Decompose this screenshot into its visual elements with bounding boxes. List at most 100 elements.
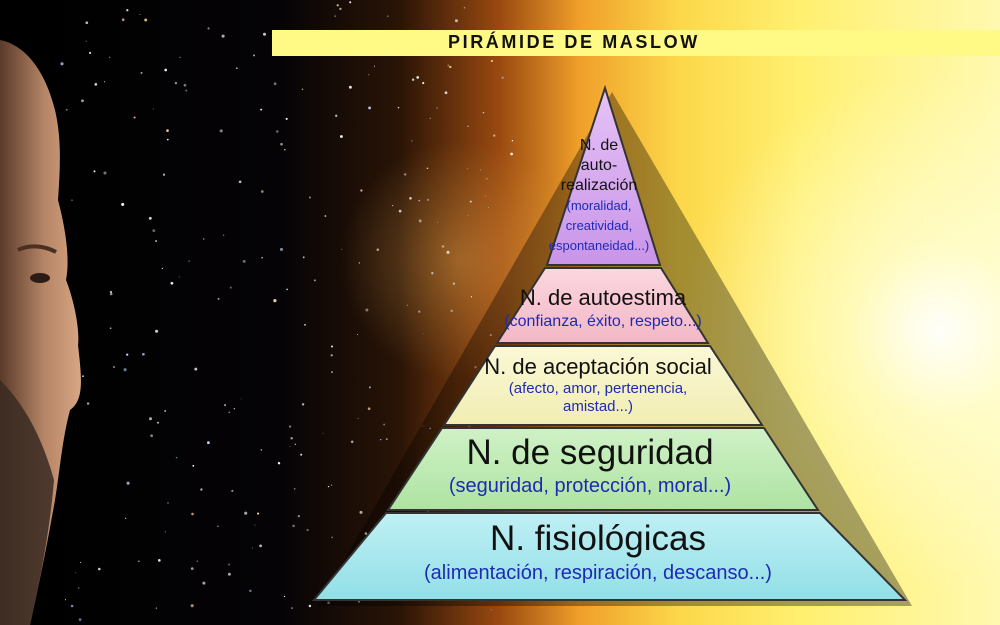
star (422, 82, 425, 85)
star (292, 524, 295, 528)
star (484, 195, 486, 197)
star (341, 249, 343, 251)
star (334, 15, 337, 17)
star (470, 296, 473, 298)
level-subtitle: (afecto, amor, pertenencia, (508, 380, 688, 397)
star (302, 256, 305, 259)
star (422, 425, 424, 427)
star (183, 83, 187, 87)
star (380, 438, 382, 441)
star (480, 169, 481, 171)
star (368, 386, 371, 389)
star (283, 595, 286, 598)
star (489, 334, 492, 337)
star (357, 334, 359, 336)
star (397, 106, 400, 109)
star (487, 207, 489, 209)
star (490, 609, 492, 611)
star (339, 7, 342, 11)
level-social-text: N. de aceptación social (afecto, amor, p… (484, 354, 711, 416)
star (304, 324, 306, 326)
star (224, 404, 226, 407)
level-self-actualization (545, 84, 662, 266)
star (290, 437, 293, 440)
star (138, 560, 140, 563)
star (109, 290, 113, 294)
star (152, 229, 156, 232)
star (188, 260, 190, 262)
level-subtitle: (moralidad, (566, 198, 632, 213)
level-subtitle: (alimentación, respiración, descanso...) (424, 562, 772, 584)
star (240, 398, 242, 400)
star (449, 65, 452, 69)
star (103, 171, 107, 175)
star (164, 531, 166, 533)
star (109, 292, 113, 296)
level-title: N. de (579, 137, 619, 154)
star (411, 140, 413, 142)
star (444, 91, 448, 95)
star (392, 205, 394, 207)
star (242, 259, 246, 263)
star (80, 561, 82, 563)
star (469, 200, 472, 203)
star (221, 34, 225, 38)
level-physiological-text: N. fisiológicas (alimentación, respiraci… (424, 518, 772, 586)
star (244, 511, 248, 515)
star (200, 488, 203, 491)
star (123, 368, 127, 372)
star (252, 54, 256, 57)
star (279, 247, 284, 251)
star (139, 14, 141, 15)
star (191, 512, 194, 516)
star (273, 299, 277, 303)
star (373, 65, 376, 67)
level-social (442, 345, 764, 426)
star (155, 240, 158, 242)
star (301, 403, 305, 406)
star (174, 81, 178, 85)
star (152, 108, 154, 110)
level-subtitle: (confianza, éxito, respeto...) (504, 313, 702, 330)
star (339, 135, 343, 138)
star (482, 111, 485, 114)
star (85, 40, 87, 42)
star (368, 74, 370, 76)
star (222, 234, 225, 236)
star (467, 215, 469, 216)
level-subtitle: creatividad, (565, 218, 633, 233)
star (350, 440, 354, 444)
star (202, 581, 206, 585)
star (140, 71, 143, 74)
star (285, 117, 288, 120)
star (217, 525, 219, 527)
star (486, 178, 488, 180)
star (467, 125, 469, 127)
level-safety-text: N. de seguridad (seguridad, protección, … (449, 433, 731, 499)
star (277, 462, 281, 465)
star (166, 138, 169, 141)
star (238, 180, 242, 184)
star (313, 279, 316, 282)
star (293, 488, 296, 490)
star (133, 116, 136, 119)
star (89, 51, 92, 54)
level-subtitle: espontaneidad...) (548, 238, 650, 253)
star (142, 352, 145, 356)
star (196, 560, 198, 562)
star (308, 604, 312, 608)
star (70, 604, 74, 608)
star (190, 567, 194, 570)
star (227, 572, 231, 576)
star (207, 441, 210, 445)
star (126, 481, 130, 485)
star (422, 333, 424, 335)
star (446, 250, 450, 254)
star (94, 83, 98, 86)
star (112, 365, 116, 369)
star (60, 62, 64, 66)
star (308, 196, 311, 199)
level-title: realización (560, 177, 638, 194)
star (260, 190, 264, 193)
star (276, 130, 279, 133)
